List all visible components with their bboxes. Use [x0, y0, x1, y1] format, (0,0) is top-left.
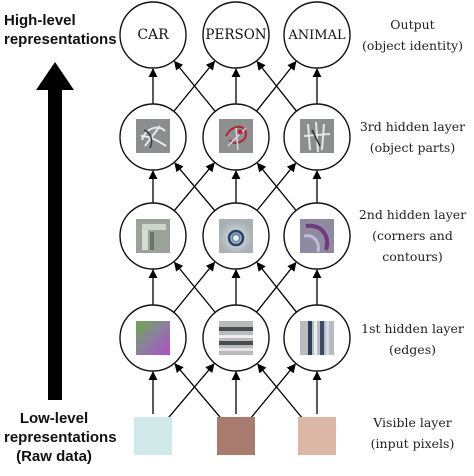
person-part-feature-icon	[219, 119, 253, 153]
animal-part-feature-icon	[300, 119, 334, 153]
output-layer-label: Output(object identity)	[361, 17, 464, 53]
pixel-brown-icon	[217, 417, 255, 455]
arrow-hidden2-1-to-hidden3-0	[174, 162, 216, 212]
contour-ring-feature-icon	[219, 219, 253, 253]
arrow-visible-1-to-hidden1-2	[249, 363, 296, 420]
hidden3-layer-label: 3rd hidden layer(object parts)	[359, 119, 466, 155]
vertical-edges-icon	[300, 321, 334, 355]
high-level-label: High-level representations	[4, 12, 117, 48]
arrow-visible-1-to-hidden1-0	[174, 363, 223, 420]
pixel-cyan-icon	[134, 417, 172, 455]
network-nodes	[119, 1, 351, 372]
curve-feature-icon	[300, 219, 334, 253]
arrow-visible-0-to-hidden1-1	[166, 363, 215, 420]
pixel-tan-icon	[298, 417, 336, 455]
arrow-hidden1-2-to-hidden2-1	[256, 261, 298, 313]
node-output-1	[202, 1, 270, 69]
node-output-2	[283, 1, 351, 69]
car-part-feature-icon	[136, 119, 170, 153]
arrow-hidden3-2-to-output-1	[256, 60, 298, 112]
horizontal-edges-icon	[219, 321, 253, 355]
visible-layer-label: Visible layer(input pixels)	[370, 415, 455, 451]
corner-feature-icon	[136, 219, 170, 253]
node-output-0	[119, 1, 187, 69]
hidden1-layer-label: 1st hidden layer(edges)	[361, 321, 464, 357]
color-gradient-edge-icon	[136, 321, 170, 355]
arrow-hidden3-1-to-output-0	[173, 60, 216, 112]
output-node-car-label: CAR	[137, 27, 169, 43]
output-node-person-label: PERSON	[205, 27, 266, 43]
output-node-animal-label: ANIMAL	[287, 28, 346, 43]
connection-arrows	[148, 60, 322, 420]
arrow-hidden1-1-to-hidden2-0	[173, 261, 216, 313]
big-up-arrow-icon	[36, 62, 74, 400]
arrow-visible-2-to-hidden1-1	[257, 363, 304, 420]
arrow-hidden2-2-to-hidden3-1	[256, 162, 297, 211]
low-level-label: Low-level representations (Raw data)	[4, 410, 117, 465]
